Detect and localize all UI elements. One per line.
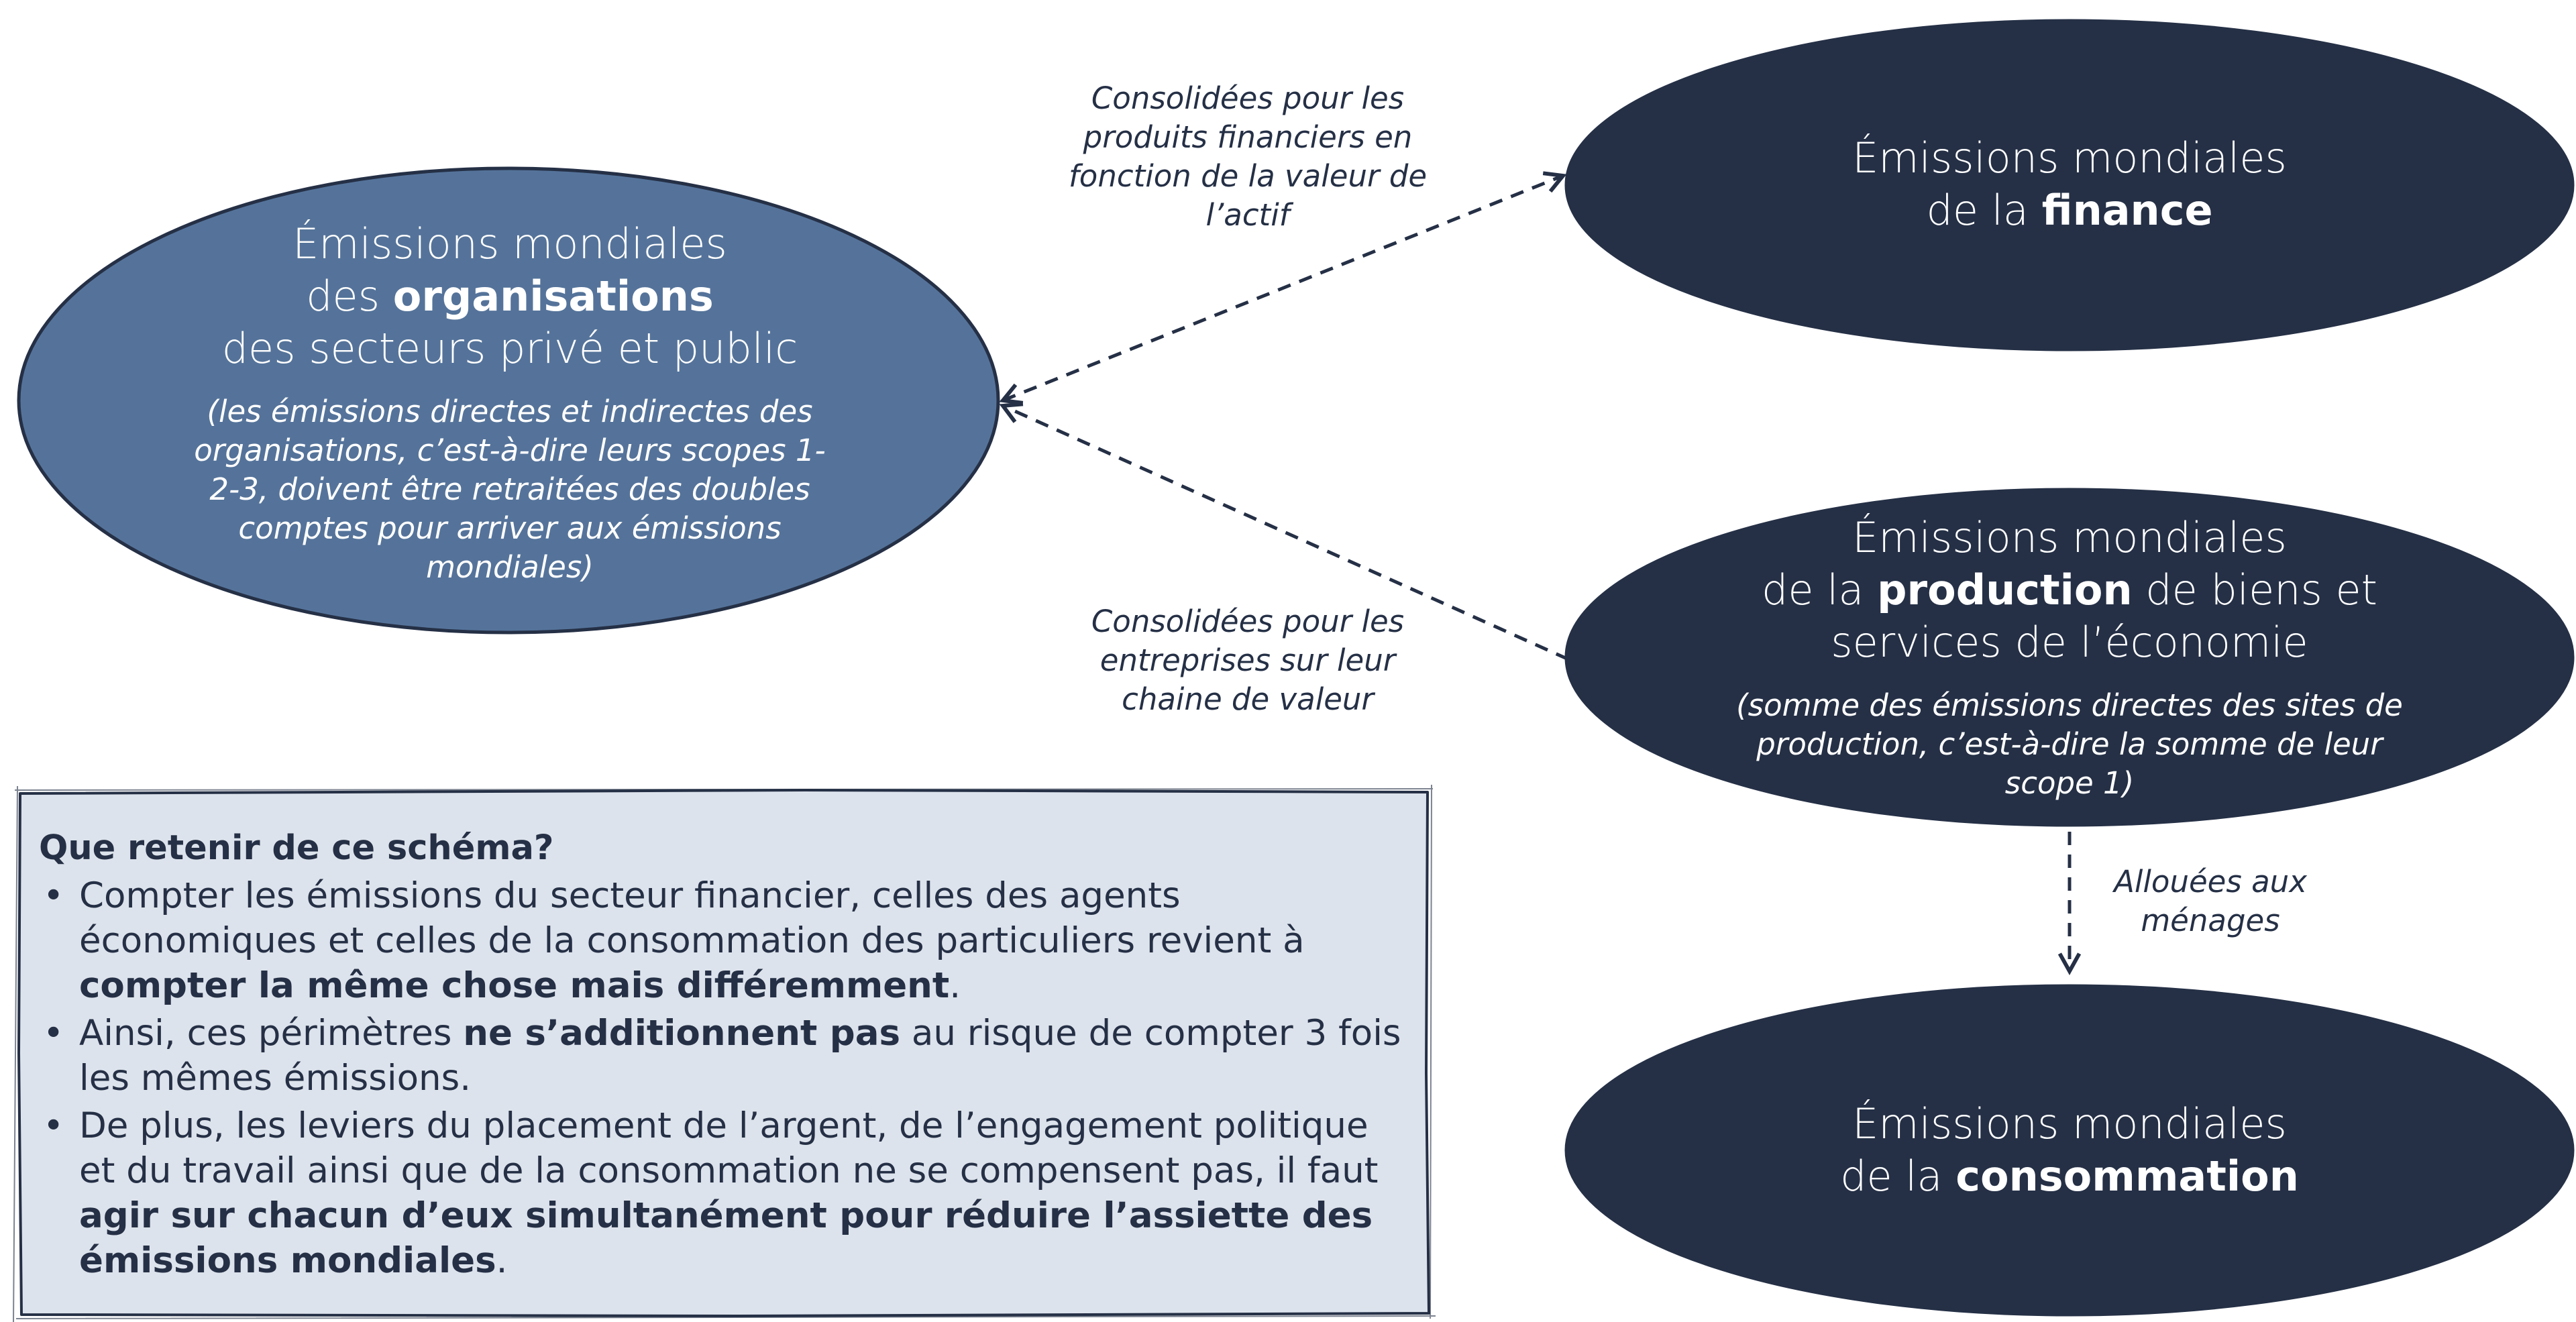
node-consommation-title: Émissions mondiales de la consommation: [1840, 1099, 2299, 1201]
takeaway-item: • De plus, les leviers du placement de l…: [39, 1103, 1407, 1283]
takeaway-item: • Ainsi, ces périmètres ne s’additionnen…: [39, 1011, 1407, 1101]
takeaway-box-sketch-line: [13, 784, 1436, 1322]
node-organisations-title: Émissions mondiales des organisations de…: [221, 219, 798, 373]
node-production: Émissions mondiales de la production de …: [1657, 506, 2482, 808]
edge-label-finance: Consolidées pour les produits financiers…: [1068, 80, 1428, 233]
node-consommation-ellipse: [1564, 984, 2575, 1317]
edge-label-production: Consolidées pour les entreprises sur leu…: [1091, 604, 1405, 717]
takeaway-item: • Compter les émissions du secteur finan…: [39, 873, 1407, 1008]
takeaway-title: Que retenir de ce schéma?: [39, 828, 554, 868]
node-production-note: (somme des émissions directes des sites …: [1736, 687, 2403, 801]
node-organisations: Émissions mondiales des organisations de…: [168, 215, 852, 590]
node-consommation: Émissions mondiales de la consommation: [1667, 1066, 2472, 1234]
bullet-icon: •: [43, 875, 64, 916]
takeaway-panel: Que retenir de ce schéma? • Compter les …: [39, 826, 1407, 1286]
node-organisations-ellipse: [17, 166, 1000, 635]
node-finance: Émissions mondiales de la finance: [1667, 101, 2472, 268]
arrow-production-organisations: [1003, 406, 1570, 661]
node-production-title: Émissions mondiales de la production de …: [1762, 513, 2377, 667]
node-finance-title: Émissions mondiales de la finance: [1852, 133, 2287, 235]
bullet-icon: •: [43, 1105, 64, 1146]
edge-label-consommation: Allouées aux ménages: [2114, 864, 2307, 938]
takeaway-box: [17, 789, 1430, 1317]
arrow-organisations-finance: [1003, 176, 1563, 400]
node-organisations-note: (les émissions directes et indirectes de…: [194, 394, 826, 585]
takeaway-list: • Compter les émissions du secteur finan…: [39, 873, 1407, 1283]
bullet-icon: •: [43, 1013, 64, 1054]
